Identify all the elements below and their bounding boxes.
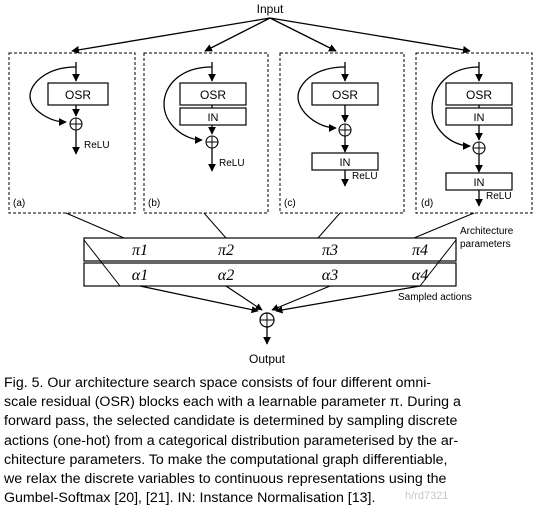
panel-b: OSR IN ReLU (b) [143, 52, 269, 214]
alpha-1: α1 [132, 267, 148, 284]
panel-tag-d: (d) [421, 198, 433, 209]
osr-block [179, 82, 247, 106]
osr-block [47, 82, 109, 106]
caption-line-7: Gumbel-Softmax [20], [21]. IN: Instance … [4, 490, 376, 507]
pi-4: π4 [412, 242, 428, 259]
relu-label: ReLU [486, 191, 512, 202]
input-arrows [71, 17, 471, 54]
input-label: Input [257, 2, 284, 16]
pi-3: π3 [322, 242, 338, 259]
osr-label: OSR [200, 88, 226, 102]
architecture-parameters-label-2: parameters [460, 239, 511, 250]
pi-2: π2 [218, 242, 234, 259]
figure-caption: Fig. 5. Our architecture search space co… [4, 374, 536, 508]
watermark: h/rd7321 [405, 490, 449, 502]
caption-line-1: Fig. 5. Our architecture search space co… [4, 375, 432, 391]
alpha-3: α3 [322, 267, 338, 284]
panel-c: OSR IN ReLU (c) [279, 52, 405, 214]
in-label: IN [474, 112, 485, 124]
architecture-diagram: Input OSR ReLU (a) OSR IN ReL [8, 2, 533, 366]
relu-label: ReLU [352, 171, 378, 182]
architecture-parameters-label: Architecture [460, 226, 514, 237]
sum-node [259, 312, 275, 328]
panel-a: OSR ReLU (a) [8, 52, 136, 214]
output-label: Output [249, 352, 286, 366]
osr-label: OSR [65, 88, 91, 102]
pi-1: π1 [132, 242, 148, 259]
param-crossing-lines [83, 239, 457, 287]
caption-line-2: scale residual (OSR) blocks each with a … [4, 394, 461, 411]
relu-label: ReLU [84, 140, 110, 151]
in-label: IN [340, 157, 351, 169]
panel-tag-c: (c) [284, 198, 296, 209]
caption-line-5: chitecture parameters. To make the compu… [4, 451, 448, 468]
converging-arrows [139, 285, 421, 314]
in-label: IN [208, 112, 219, 124]
panel-to-params-lines [65, 212, 475, 239]
in-label: IN [474, 177, 485, 189]
panel-tag-b: (b) [148, 198, 160, 209]
alpha-row: α1 α2 α3 α4 [83, 262, 457, 287]
caption-line-6: we relax the discrete variables to conti… [4, 471, 447, 488]
caption-line-4: actions (one-hot) from a categorical dis… [4, 432, 459, 449]
osr-label: OSR [332, 88, 358, 102]
sampled-actions-label: Sampled actions [398, 292, 472, 303]
pi-row: π1 π2 π3 π4 [83, 237, 457, 262]
relu-label: ReLU [219, 158, 245, 169]
alpha-2: α2 [218, 267, 234, 284]
alpha-4: α4 [412, 267, 428, 284]
in-block [179, 107, 247, 126]
caption-line-3: forward pass, the selected candidate is … [4, 413, 458, 430]
panel-tag-a: (a) [13, 198, 25, 209]
panel-d: OSR IN IN ReLU (d) [415, 52, 533, 214]
osr-label: OSR [466, 88, 492, 102]
